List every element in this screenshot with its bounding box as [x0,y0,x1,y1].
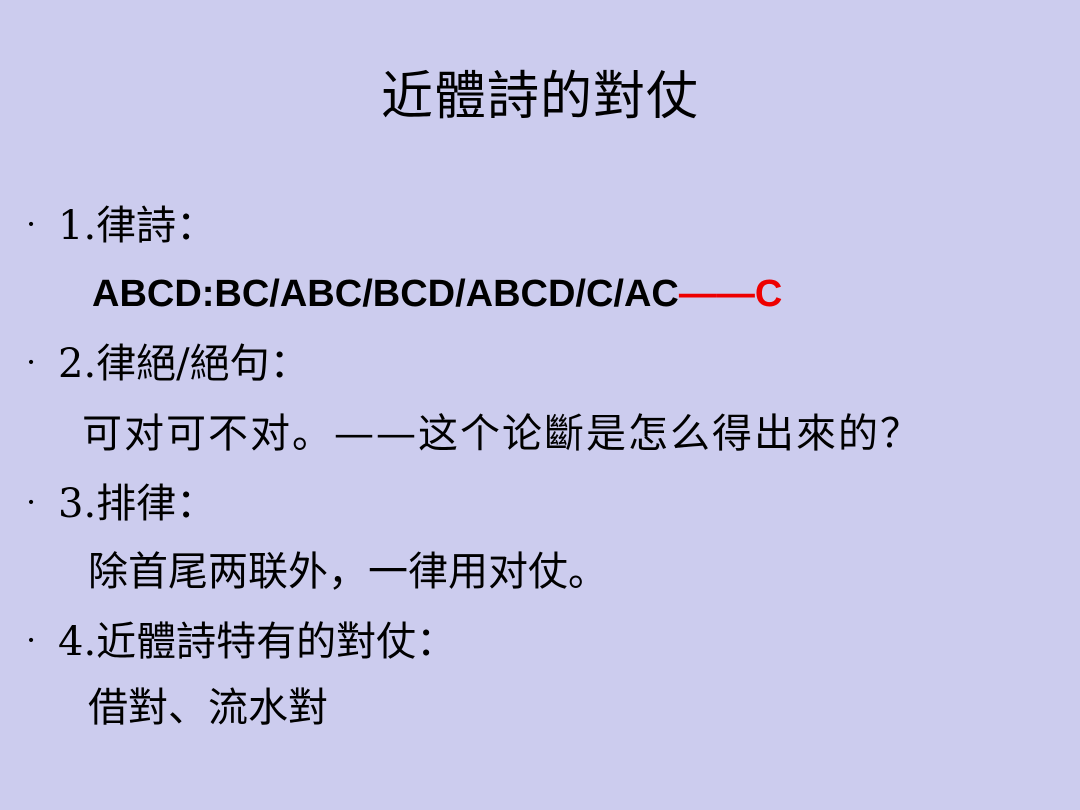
sub-line-2: 除首尾两联外，一律用对仗。 [88,549,608,595]
bullet-item-3: · 3.排律： [26,476,216,530]
bullet-text: 4.近體詩特有的對仗： [58,619,457,665]
bullet-item-4: · 4.近體詩特有的對仗： [26,614,456,668]
bullet-marker: · [26,483,37,521]
sub-line-1: 可对可不对。——这个论斷是怎么得出來的？ [82,411,922,457]
formula-highlight: ——C [678,273,783,315]
bullet-item-1: · 1.律詩： [26,198,216,252]
slide-title: 近體詩的對仗 [380,67,699,127]
bullet-text: 1.律詩： [58,203,217,249]
sub-line-3: 借對、流水對 [88,685,328,731]
bullet-text: 3.排律： [58,481,217,527]
bullet-marker: · [26,205,37,243]
bullet-text: 2.律絕/絕句： [58,341,310,387]
bullet-item-2: · 2.律絕/絕句： [26,336,310,390]
formula-main: ABCD:BC/ABC/BCD/ABCD/C/AC [92,273,679,315]
formula-line: ABCD:BC/ABC/BCD/ABCD/C/AC——C [92,268,782,320]
bullet-marker: · [26,621,37,659]
bullet-marker: · [26,343,37,381]
